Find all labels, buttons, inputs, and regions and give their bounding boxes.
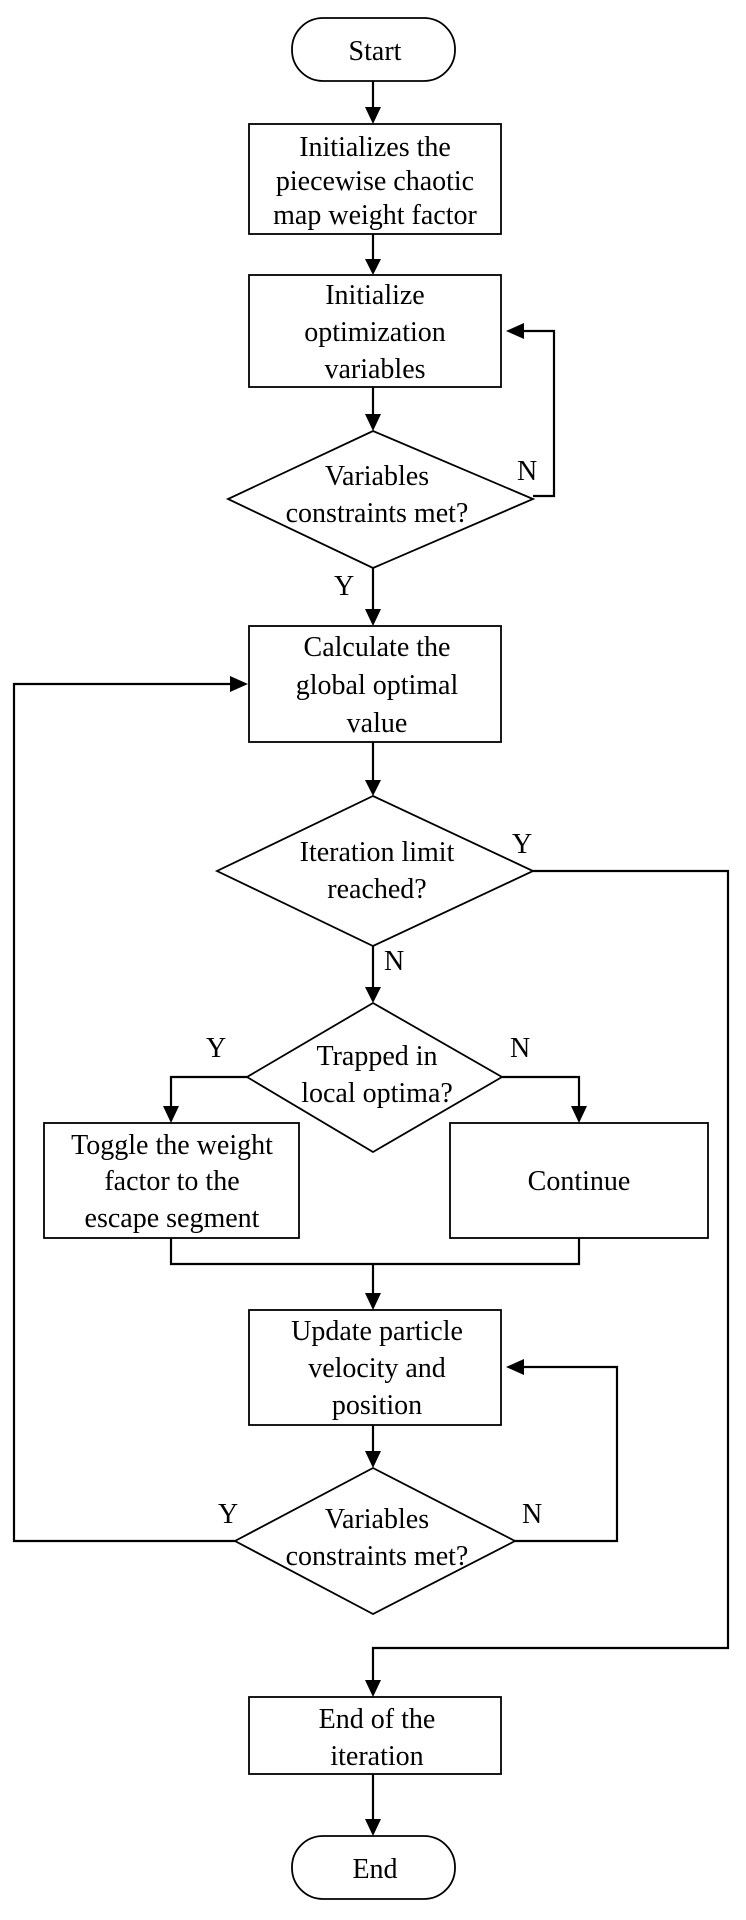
iteration-limit-line-1: Iteration limit (300, 837, 455, 868)
toggle-weight-factor-box (43, 1122, 300, 1239)
trapped-yes-label: Y (206, 1033, 226, 1064)
edge-constraints-2-yes-to-calc-global (12, 682, 235, 1543)
arrowhead (365, 259, 381, 275)
init-weight-factor-box (248, 123, 502, 235)
update-line-1: Update particle (291, 1316, 463, 1347)
toggle-line-3: escape segment (85, 1203, 260, 1234)
arrowhead (230, 676, 248, 692)
constraints-2-line-1: Variables (325, 1504, 429, 1535)
iteration-limit-diamond (214, 795, 536, 947)
update-line-2: velocity and (308, 1353, 446, 1384)
calc-global-line-1: Calculate the (304, 632, 451, 663)
start-terminal (291, 17, 456, 82)
start-label: Start (349, 36, 402, 67)
init-vars-line-3: variables (324, 354, 425, 385)
constraints-1-line-1: Variables (325, 461, 429, 492)
constraints-1-yes-label: Y (334, 571, 354, 602)
end-of-iteration-box (248, 1696, 502, 1775)
calc-global-optimal-box (248, 625, 502, 743)
limit-yes-label: Y (512, 829, 532, 860)
flowchart-nodes: Start Initializes the piecewise chaotic … (43, 17, 709, 1900)
init-weight-line-2: piecewise chaotic (276, 166, 474, 197)
init-weight-line-1: Initializes the (299, 132, 451, 163)
update-line-3: position (332, 1390, 422, 1421)
continue-label: Continue (528, 1166, 631, 1197)
end-iteration-line-1: End of the (319, 1704, 436, 1735)
arrowhead (365, 414, 381, 431)
trapped-line-1: Trapped in (316, 1041, 437, 1072)
edge-labels: N Y Y N Y N Y N (206, 456, 542, 1530)
end-iteration-line-2: iteration (330, 1741, 423, 1772)
arrowhead (365, 107, 381, 124)
trapped-line-2: local optima? (301, 1078, 453, 1109)
constraints-1-no-label: N (517, 456, 537, 487)
calc-global-line-2: global optimal (296, 670, 459, 701)
arrowhead (365, 1819, 381, 1836)
edge-toggle-merge (169, 1238, 581, 1266)
arrowhead (163, 1106, 179, 1123)
edge-constraints-2-no-loop (515, 1365, 619, 1543)
end-label: End (352, 1854, 397, 1885)
arrowhead (365, 1451, 381, 1468)
constraints-check-1-diamond (225, 430, 536, 569)
connector-lines (12, 81, 730, 1836)
arrowhead (365, 609, 381, 626)
arrowhead (365, 780, 381, 796)
edge-trapped-no-to-continue (502, 1075, 581, 1110)
iteration-limit-line-2: reached? (327, 874, 426, 905)
arrowhead (365, 1680, 381, 1697)
constraints-2-yes-label: Y (218, 1499, 238, 1530)
constraints-2-no-label: N (522, 1499, 542, 1530)
trapped-local-optima-diamond (245, 1001, 504, 1154)
init-variables-box (248, 274, 502, 388)
init-vars-line-1: Initialize (325, 280, 425, 311)
arrowhead (506, 323, 524, 339)
arrowhead (506, 1359, 524, 1375)
limit-no-label: N (384, 946, 404, 977)
edge-limit-yes-to-end-iteration (371, 869, 730, 1684)
toggle-line-1: Toggle the weight (71, 1130, 273, 1161)
edge-trapped-yes-to-toggle (169, 1075, 247, 1110)
init-vars-line-2: optimization (304, 317, 446, 348)
constraints-check-2-diamond (233, 1466, 517, 1616)
toggle-line-2: factor to the (104, 1166, 239, 1197)
arrowhead (365, 987, 381, 1003)
continue-box (449, 1122, 709, 1239)
constraints-2-line-2: constraints met? (286, 1541, 469, 1572)
edge-constraints-1-no-loop (520, 329, 556, 498)
constraints-1-line-2: constraints met? (286, 498, 469, 529)
update-particle-box (248, 1309, 502, 1426)
arrowhead (571, 1106, 587, 1123)
arrowhead (365, 1293, 381, 1310)
trapped-no-label: N (510, 1033, 530, 1064)
init-weight-line-3: map weight factor (273, 200, 477, 231)
calc-global-line-3: value (347, 708, 408, 739)
end-terminal (291, 1835, 456, 1900)
